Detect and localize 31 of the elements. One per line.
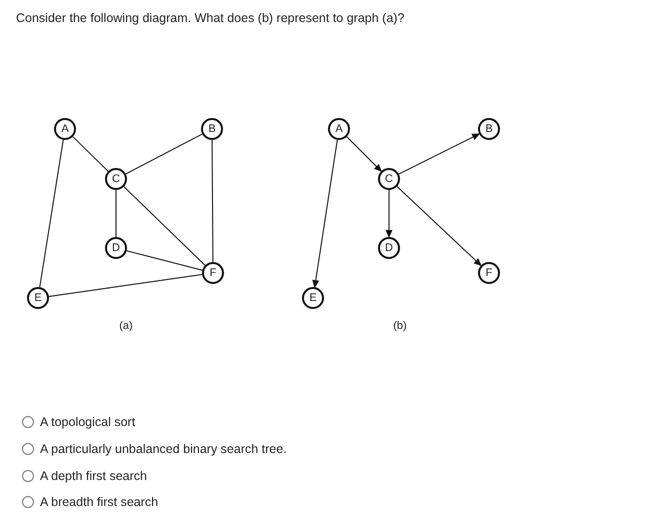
- graph-vertex: B: [478, 118, 500, 140]
- edge-line: [48, 274, 203, 297]
- graph-vertex: D: [378, 237, 400, 259]
- graph-caption: (b): [393, 320, 407, 332]
- graph-vertex: A: [54, 118, 76, 140]
- question-text: Consider the following diagram. What does (b) represent to graph (a)?: [16, 11, 404, 25]
- arrow: [398, 133, 480, 175]
- graph-vertex: F: [202, 262, 224, 284]
- edge-line: [212, 140, 214, 262]
- option-label: A breadth first search: [40, 495, 158, 509]
- arrow: [396, 186, 482, 266]
- option-label: A topological sort: [40, 415, 136, 429]
- option-label: A depth first search: [40, 469, 148, 483]
- edge-line: [125, 134, 203, 174]
- edge-line: [123, 186, 206, 266]
- graph-vertex: C: [378, 168, 400, 190]
- graph-vertex: F: [478, 262, 500, 284]
- option-label: A particularly unbalanced binary search tree.: [40, 442, 287, 456]
- graph-caption: (a): [119, 320, 133, 332]
- graph-vertex: D: [105, 237, 127, 259]
- edge-line: [39, 139, 64, 288]
- graph-vertex: B: [201, 118, 223, 140]
- arrow: [312, 139, 338, 288]
- arrow: [386, 190, 392, 238]
- graph-vertex: E: [302, 287, 324, 309]
- graph-vertex: A: [328, 118, 350, 140]
- edge-line: [126, 250, 203, 271]
- graph-vertex: C: [105, 168, 127, 190]
- arrow: [346, 136, 382, 172]
- edge-line: [72, 136, 109, 172]
- graph-vertex: E: [27, 287, 49, 309]
